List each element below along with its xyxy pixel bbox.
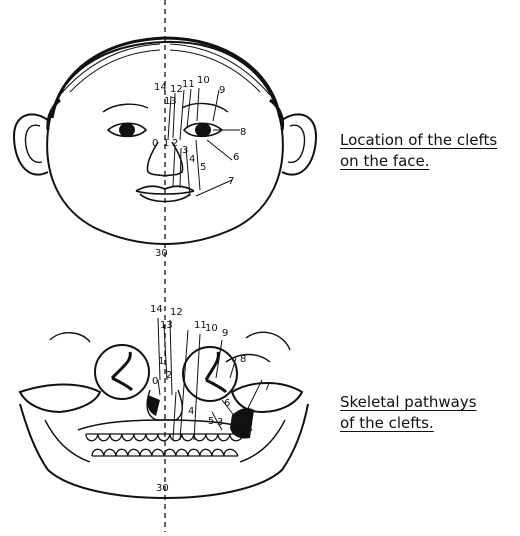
left-orbit <box>95 345 149 399</box>
face-label-9: 9 <box>219 85 225 96</box>
face-label-30: 30 <box>155 248 168 259</box>
left-pupil <box>119 123 135 137</box>
right-ear <box>282 114 316 174</box>
face-labels: 14 12 11 10 9 13 8 0 1 2 3 4 6 5 7 30 <box>152 75 246 259</box>
skull-label-5: 5 <box>208 416 214 427</box>
right-ear-inner <box>288 125 304 162</box>
skull-label-30: 30 <box>156 483 169 494</box>
face-label-6: 6 <box>233 152 239 163</box>
face-label-8: 8 <box>240 127 246 138</box>
skull-label-3: 3 <box>217 417 223 428</box>
skull-label-1: 1 <box>158 356 164 367</box>
face-label-1: 1 <box>163 138 169 149</box>
skull-label-10: 10 <box>205 323 218 334</box>
skull-label-6: 6 <box>224 398 230 409</box>
skeleton-caption-line-1: Skeletal pathways <box>340 392 477 413</box>
skull-label-4: 4 <box>188 406 194 417</box>
skeleton-caption: Skeletal pathways of the clefts. <box>340 392 477 434</box>
face-label-4: 4 <box>189 154 195 165</box>
right-pupil <box>195 123 211 137</box>
face-caption-line-1: Location of the clefts <box>340 130 497 151</box>
skull-label-14: 14 <box>150 304 163 315</box>
face-label-13: 13 <box>164 96 177 107</box>
left-orbit-fissure <box>112 352 132 390</box>
face-label-5: 5 <box>200 162 206 173</box>
skull-label-9: 9 <box>222 328 228 339</box>
face-label-7: 7 <box>228 176 234 187</box>
face-caption: Location of the clefts on the face. <box>340 130 497 172</box>
left-ear-inner <box>26 125 42 162</box>
left-ear <box>14 114 48 174</box>
face-label-3: 3 <box>182 145 188 156</box>
right-orbit-fissure <box>206 352 226 392</box>
skull-label-2: 2 <box>166 370 172 381</box>
skull-label-0: 0 <box>152 376 158 387</box>
face-label-10: 10 <box>197 75 210 86</box>
skull-label-7b: 7 <box>244 420 250 431</box>
face-caption-line-2: on the face. <box>340 151 497 172</box>
face-label-12: 12 <box>170 84 183 95</box>
skull-drawing <box>20 318 308 498</box>
face-cleft-7-pointer <box>196 180 232 196</box>
face-label-14: 14 <box>154 82 167 93</box>
left-zygomatic-arch <box>20 385 100 413</box>
skull-label-13: 13 <box>160 320 173 331</box>
skull-label-7: 7 <box>264 382 270 393</box>
left-eyebrow <box>103 104 148 112</box>
face-label-2: 2 <box>172 138 178 149</box>
skeleton-caption-line-2: of the clefts. <box>340 413 477 434</box>
skull-label-8: 8 <box>240 354 246 365</box>
skull-label-12: 12 <box>170 307 183 318</box>
face-label-11: 11 <box>182 79 195 90</box>
face-label-0: 0 <box>152 138 158 149</box>
